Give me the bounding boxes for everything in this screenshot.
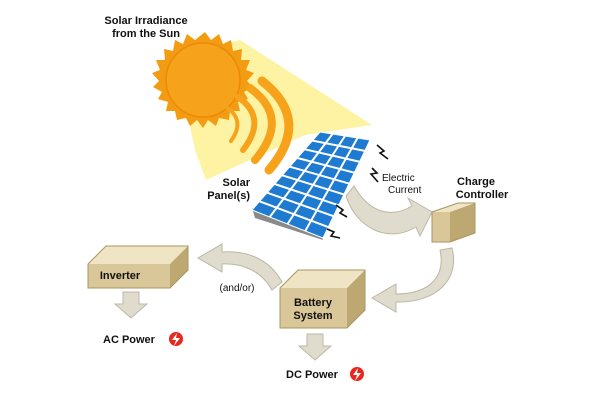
- panel-label-line1: Solar: [222, 177, 250, 189]
- solar-panel: [251, 131, 371, 240]
- current-label-line1: Electric: [382, 173, 415, 184]
- arrow-panel-to-controller: [345, 185, 433, 238]
- inverter-label: Inverter: [100, 270, 141, 282]
- sun-label-line2: from the Sun: [112, 28, 180, 40]
- lightning-spark-icon: [326, 144, 389, 239]
- panel-label-line2: Panel(s): [207, 190, 250, 202]
- controller-label-line1: Charge: [457, 176, 495, 188]
- sun-icon: [152, 32, 254, 128]
- battery-label-line1: Battery: [294, 297, 333, 309]
- battery-label-line2: System: [293, 310, 332, 322]
- battery-system-box: [279, 269, 366, 329]
- current-label-line2: Current: [388, 185, 422, 196]
- andor-label: (and/or): [219, 283, 254, 294]
- arrow-battery-to-dc: [297, 333, 333, 361]
- inverter-box: [87, 245, 189, 289]
- dc-power-label: DC Power: [286, 369, 339, 381]
- ac-power-label: AC Power: [103, 334, 156, 346]
- power-bolt-icon: [169, 332, 183, 346]
- arrow-controller-to-battery: [371, 247, 454, 313]
- arrow-battery-to-inverter: [197, 243, 283, 291]
- controller-label-line2: Controller: [456, 189, 509, 201]
- sun-label-line1: Solar Irradiance: [104, 15, 187, 27]
- arrow-inverter-to-ac: [113, 291, 149, 319]
- power-bolt-icon: [350, 367, 364, 381]
- panel-cell-grid: [259, 133, 365, 232]
- radiation-waves: [224, 76, 294, 175]
- charge-controller-box: [431, 202, 476, 243]
